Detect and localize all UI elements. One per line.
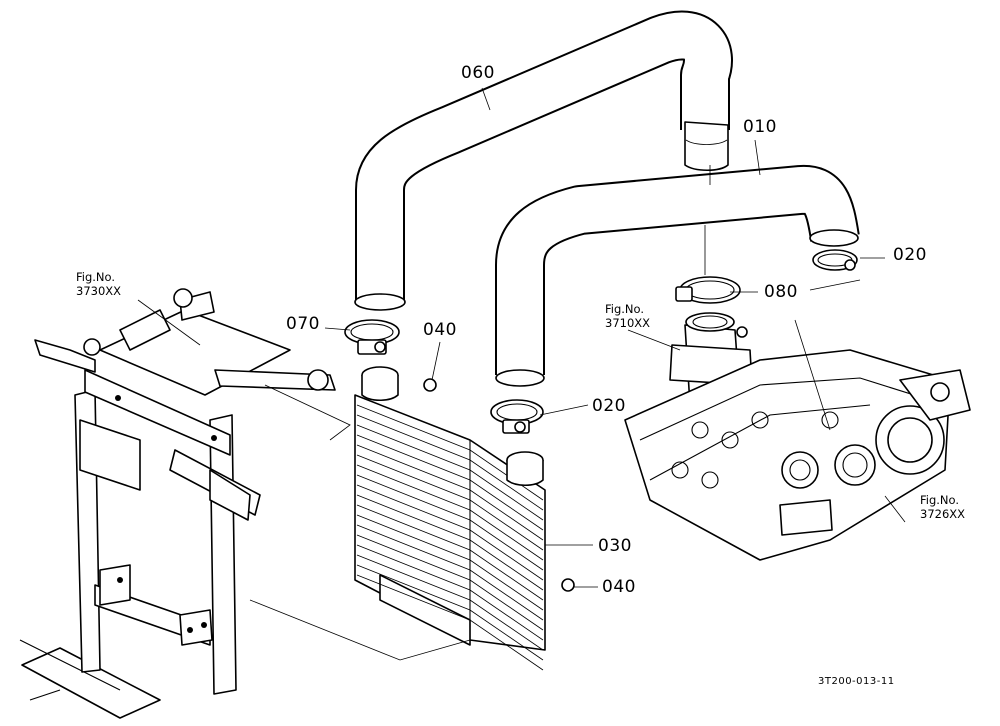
part-label-020-mid: 020 <box>592 396 626 416</box>
hose-010 <box>495 164 860 387</box>
drawing-number: 3T200-013-11 <box>818 676 895 687</box>
intercooler-030 <box>354 366 575 671</box>
hose-060 <box>354 10 733 311</box>
figure-ref-3726xx: Fig.No. 3726XX <box>920 493 965 521</box>
figure-ref-3710xx-number: 3710XX <box>605 316 651 330</box>
part-label-030: 030 <box>598 536 632 556</box>
clamp-020-mid <box>490 399 544 434</box>
figure-ref-3726xx-number: 3726XX <box>920 507 966 521</box>
figure-ref-3726xx-title: Fig.No. <box>920 493 960 507</box>
clamp-080 <box>675 276 741 304</box>
figure-ref-3730xx-number: 3730XX <box>76 284 122 298</box>
leader-lines <box>137 87 906 661</box>
figure-ref-3710xx-title: Fig.No. <box>605 302 645 316</box>
part-label-070: 070 <box>286 314 320 334</box>
part-label-040-bottom: 040 <box>602 577 636 597</box>
clamp-020-top <box>812 249 858 271</box>
part-label-040-top: 040 <box>423 320 457 340</box>
part-label-010: 010 <box>743 117 777 137</box>
clamp-070 <box>344 319 400 355</box>
figure-ref-3730xx-title: Fig.No. <box>76 270 116 284</box>
part-label-080: 080 <box>764 282 798 302</box>
engine-head <box>624 349 971 561</box>
part-label-060: 060 <box>461 63 495 83</box>
figure-ref-3710xx: Fig.No. 3710XX <box>605 302 650 330</box>
figure-ref-3730xx: Fig.No. 3730XX <box>76 270 121 298</box>
radiator-frame <box>19 288 336 719</box>
part-label-020-top: 020 <box>893 245 927 265</box>
